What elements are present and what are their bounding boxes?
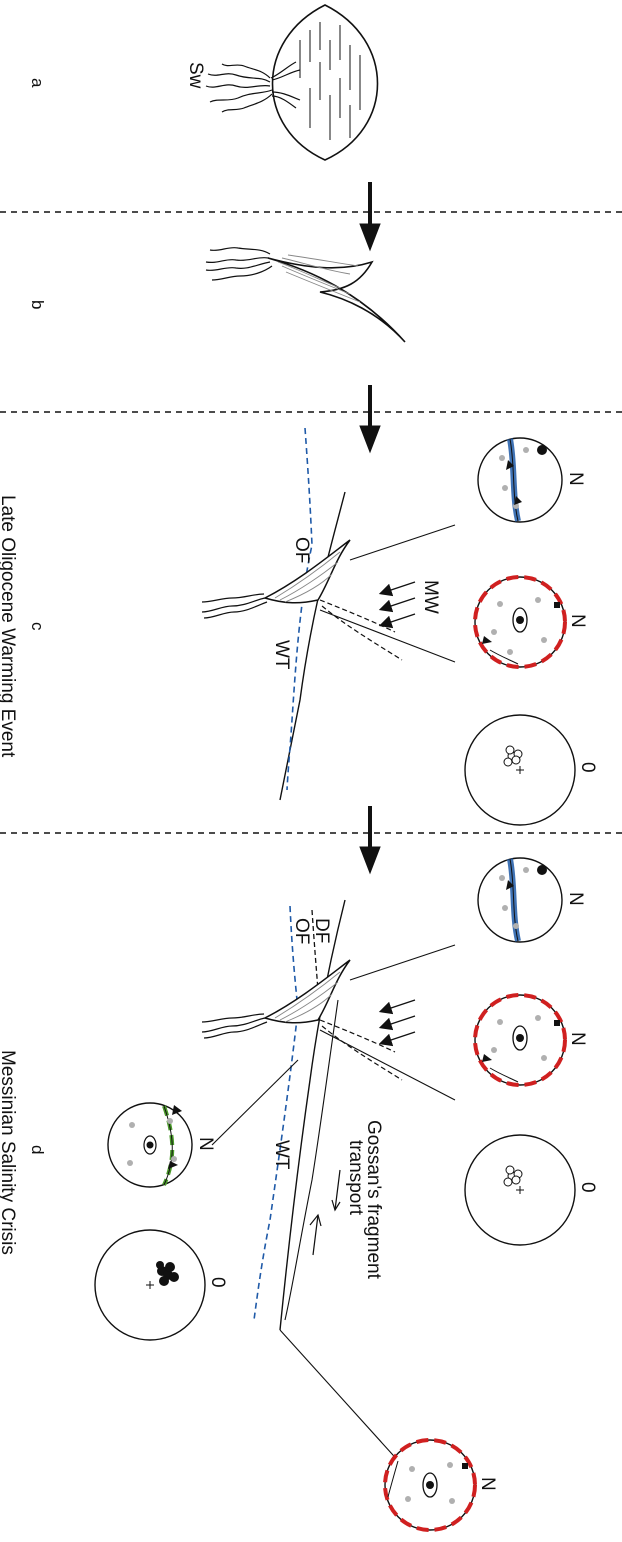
stereonet-d3-north: 0 [577, 1182, 598, 1193]
panel-c-caption: Late Oligocene Warming Event [0, 495, 18, 758]
panel-d-label: d [28, 1145, 47, 1154]
panel-separators [0, 211, 622, 834]
lens-body [271, 4, 379, 161]
wedge-foliation-d [274, 971, 341, 1023]
stereonet-d2-north: N [567, 1032, 588, 1046]
stereonet-d2: N [473, 993, 588, 1087]
fault-line-d2 [284, 999, 339, 1321]
wedge-foliation-c [274, 551, 341, 603]
deformed-lens-foliation [277, 254, 361, 303]
stereonet-d1: N [477, 857, 586, 943]
mw-label: MW [420, 580, 441, 614]
transport-label-line1: Gossan's fragment [363, 1120, 384, 1280]
stage-arrow-cd [359, 806, 381, 875]
df-label: DF [311, 918, 332, 943]
transport-label-line2: transport [345, 1140, 366, 1216]
mw-arrows [378, 581, 416, 629]
stage-arrow-ab [359, 182, 381, 252]
stockwork-veins-c [201, 593, 268, 619]
panel-d-caption: Messinian Salinity Crisis [0, 1050, 18, 1255]
stockwork-veins [205, 61, 301, 113]
of-label-d: OF [291, 918, 312, 944]
df-line-d [311, 909, 319, 991]
stereonet-d5: 0 [94, 1229, 228, 1341]
fault-line-d [279, 899, 346, 1331]
wedge-body-d [263, 959, 351, 1024]
wt-label-d: WT [271, 1140, 292, 1170]
deformed-lens [267, 257, 406, 343]
stereonet-c2-north: N [567, 614, 588, 628]
panel-b: b [28, 246, 406, 343]
stereonet-c1-north: N [565, 472, 586, 486]
panel-a: Sw a [28, 4, 379, 161]
wt-label-c: WT [271, 640, 292, 670]
stockwork-veins-b [205, 246, 273, 281]
stereonet-c1: N [477, 437, 586, 523]
transport-arrows [309, 1169, 341, 1256]
stereonet-d3: 0 [464, 1134, 598, 1246]
stage-arrow-bc [359, 385, 381, 454]
panel-d: DF OF WT Gossan's fragment transport d M… [0, 857, 598, 1532]
fault-line-c [279, 491, 346, 801]
stereonet-d6: N [383, 1438, 498, 1532]
leader-lines-c [319, 524, 456, 663]
panel-a-label: a [28, 78, 47, 88]
stereonet-c2: N [473, 575, 588, 669]
sw-label: Sw [185, 62, 206, 89]
stockwork-veins-d [201, 1013, 268, 1039]
stereonet-d1-north: N [565, 892, 586, 906]
wedge-dashed-extension [319, 599, 403, 661]
panel-c-label: c [28, 622, 47, 631]
of-line-c [286, 427, 313, 791]
stereonet-d4: N [107, 1102, 216, 1188]
stereonet-d4-north: N [195, 1137, 216, 1151]
leader-lines-d [211, 944, 456, 1466]
panel-b-label: b [28, 300, 47, 309]
wedge-body-c [263, 539, 351, 604]
panel-c: OF MW WT c Late Oligocene Warming Event … [0, 427, 598, 826]
water-arrows-d [378, 999, 416, 1047]
stereonet-d5-north: 0 [207, 1277, 228, 1288]
stage-arrows [359, 182, 381, 875]
of-line-d [253, 905, 299, 1321]
of-label-c: OF [291, 537, 312, 563]
wedge-dashed-extension-d [319, 1019, 403, 1081]
stereonet-c3-north: 0 [577, 762, 598, 773]
stereonet-d6-north: N [477, 1477, 498, 1491]
lens-hatching [299, 22, 361, 140]
stereonet-c3: 0 [464, 714, 598, 826]
